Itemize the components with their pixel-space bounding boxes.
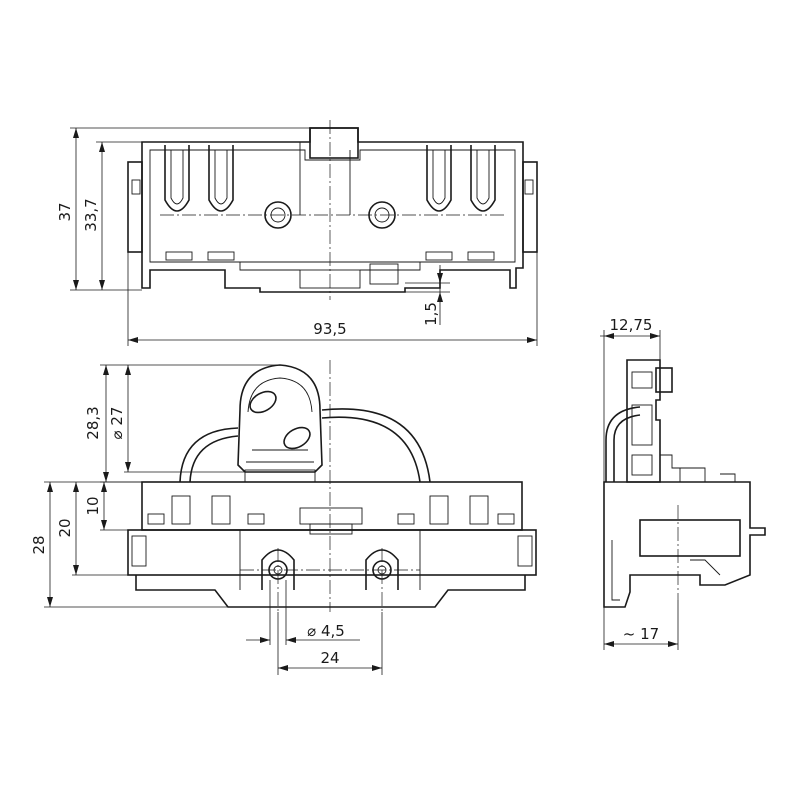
dim-front-hole-spacing: 24 [320,649,339,667]
dim-front-hole-diameter: ⌀ 4,5 [307,622,345,640]
dim-side-width-bottom: ~ 17 [623,625,659,643]
front-view [44,360,537,675]
dim-front-height-10: 10 [84,496,102,515]
dim-side-width-top: 12,75 [610,316,653,334]
side-view [600,330,766,650]
dim-top-height-total: 37 [56,202,74,221]
dim-top-width: 93,5 [313,320,346,338]
top-view [70,120,538,346]
dim-front-socket-height: 28,3 [84,406,102,439]
dim-top-height-inner: 33,7 [82,198,100,231]
dim-front-socket-diameter: ⌀ 27 [108,407,126,440]
dim-front-height-28: 28 [30,535,48,554]
dim-front-height-20: 20 [56,518,74,537]
dim-top-small-gap: 1,5 [422,302,440,326]
